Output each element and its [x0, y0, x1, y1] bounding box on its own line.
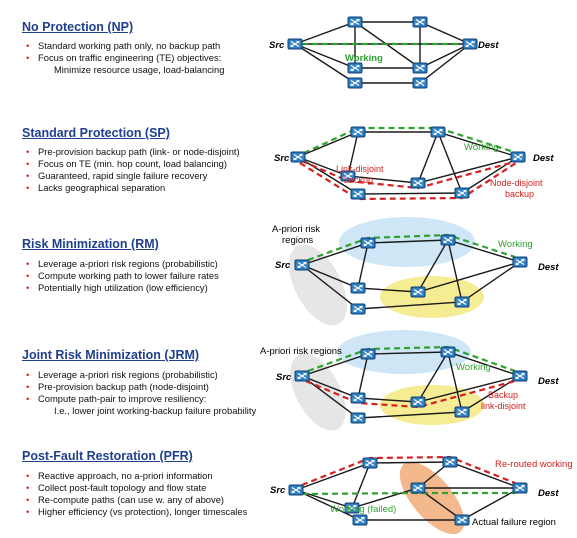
src-label: Src	[275, 260, 291, 271]
bullet-item: Focus on TE (min. hop count, load balanc…	[26, 158, 240, 170]
router-icon	[347, 62, 363, 74]
router-icon	[350, 282, 366, 294]
bullet-item: Pre-provision backup path (node-disjoint…	[26, 381, 256, 393]
router-icon	[350, 412, 366, 424]
diagram-np: Src Dest Working	[269, 16, 499, 89]
router-icon	[410, 177, 426, 189]
link-disjoint-label: link-disjoint	[481, 401, 526, 411]
bullet-item: Re-compute paths (can use w. any of abov…	[26, 494, 247, 506]
router-icon	[350, 303, 366, 315]
router-icon	[290, 151, 306, 163]
dest-label: Dest	[538, 376, 559, 387]
diagram-pfr: Src Dest Working (failed) Re-routed work…	[270, 455, 573, 535]
section-title: Post-Fault Restoration (PFR)	[22, 449, 193, 463]
src-label: Src	[276, 372, 292, 383]
bullet-item: Guaranteed, rapid single failure recover…	[26, 170, 240, 182]
bullet-subitem: I.e., lower joint working-backup failure…	[54, 405, 257, 416]
working-label: Working	[345, 53, 383, 64]
bullet-subitem: Minimize resource usage, load-balancing	[54, 64, 225, 75]
bullet-list: Standard working path only, no backup pa…	[26, 40, 224, 76]
router-icon	[412, 16, 428, 28]
router-icon	[454, 296, 470, 308]
diagram-rm: Src Dest Working A-priori risk regions	[272, 217, 559, 326]
router-icon	[410, 286, 426, 298]
router-icon	[512, 256, 528, 268]
node-disjoint-label: Node-disjoint	[490, 178, 543, 188]
working-label: Working	[498, 239, 533, 250]
bullet-item: Potentially high utilization (low effici…	[26, 282, 219, 294]
section-title: Joint Risk Minimization (JRM)	[22, 348, 200, 362]
router-icon	[350, 188, 366, 200]
risk-regions-label: A-priori risk	[272, 224, 320, 235]
risk-regions-label-2: regions	[282, 235, 313, 246]
backup-label: Backup	[488, 390, 518, 400]
router-icon	[347, 16, 363, 28]
dest-label: Dest	[538, 262, 559, 273]
router-icon	[412, 77, 428, 89]
bullet-list: Pre-provision backup path (link- or node…	[26, 146, 240, 194]
router-icon	[350, 392, 366, 404]
bullet-item: Higher efficiency (vs protection), longe…	[26, 506, 247, 518]
bullet-list: Leverage a-priori risk regions (probabil…	[26, 369, 256, 417]
src-label: Src	[274, 153, 290, 164]
bullet-item: Leverage a-priori risk regions (probabil…	[26, 369, 256, 381]
dest-label: Dest	[533, 153, 554, 164]
router-icon	[360, 348, 376, 360]
bullet-item: Reactive approach, no a-priori informati…	[26, 470, 247, 482]
dest-label: Dest	[538, 488, 559, 499]
router-icon	[454, 406, 470, 418]
src-label: Src	[269, 40, 285, 51]
router-icon	[287, 38, 303, 50]
rerouted-working-label: Re-routed working	[495, 459, 573, 470]
src-label: Src	[270, 485, 286, 496]
router-icon	[430, 126, 446, 138]
section-title: Standard Protection (SP)	[22, 126, 170, 140]
bullet-item: Collect post-fault topology and flow sta…	[26, 482, 247, 494]
router-icon	[454, 187, 470, 199]
router-icon	[350, 126, 366, 138]
bullet-item: Compute path-pair to improve resiliency:	[26, 393, 256, 405]
bullet-list: Reactive approach, no a-priori informati…	[26, 470, 247, 518]
diagram-jrm: Src Dest Working A-priori risk regions B…	[260, 330, 559, 431]
bullet-item: Focus on traffic engineering (TE) object…	[26, 52, 224, 64]
router-icon	[454, 514, 470, 526]
router-icon	[294, 259, 310, 271]
router-icon	[352, 514, 368, 526]
dest-label: Dest	[478, 40, 499, 51]
working-label: Working	[464, 142, 499, 153]
router-icon	[294, 370, 310, 382]
bullet-item: Leverage a-priori risk regions (probabil…	[26, 258, 219, 270]
node-disjoint-backup-label: backup	[505, 189, 534, 199]
router-icon	[510, 151, 526, 163]
risk-regions-label: A-priori risk regions	[260, 346, 342, 357]
router-icon	[288, 484, 304, 496]
risk-region-blue	[337, 330, 471, 374]
router-icon	[462, 38, 478, 50]
section-title: No Protection (NP)	[22, 20, 134, 34]
link-disjoint-backup-label: backup	[344, 175, 373, 185]
router-icon	[410, 396, 426, 408]
section-title: Risk Minimization (RM)	[22, 237, 159, 251]
bullet-item: Pre-provision backup path (link- or node…	[26, 146, 240, 158]
router-icon	[440, 346, 456, 358]
router-icon	[440, 234, 456, 246]
router-icon	[512, 482, 528, 494]
working-failed-label: Working (failed)	[330, 504, 396, 515]
diagram-sp: Src Dest Working Link-disjoint backup No…	[274, 126, 554, 201]
router-icon	[347, 77, 363, 89]
bullet-item: Standard working path only, no backup pa…	[26, 40, 224, 52]
bullet-item: Compute working path to lower failure ra…	[26, 270, 219, 282]
bullet-item: Lacks geographical separation	[26, 182, 240, 194]
router-icon	[410, 482, 426, 494]
router-icon	[360, 237, 376, 249]
router-icon	[362, 457, 378, 469]
router-icon	[442, 456, 458, 468]
link-disjoint-label: Link-disjoint	[336, 164, 384, 174]
failure-region-label: Actual failure region	[472, 517, 556, 528]
working-label: Working	[456, 362, 491, 373]
bullet-list: Leverage a-priori risk regions (probabil…	[26, 258, 219, 294]
router-icon	[512, 370, 528, 382]
router-icon	[412, 62, 428, 74]
